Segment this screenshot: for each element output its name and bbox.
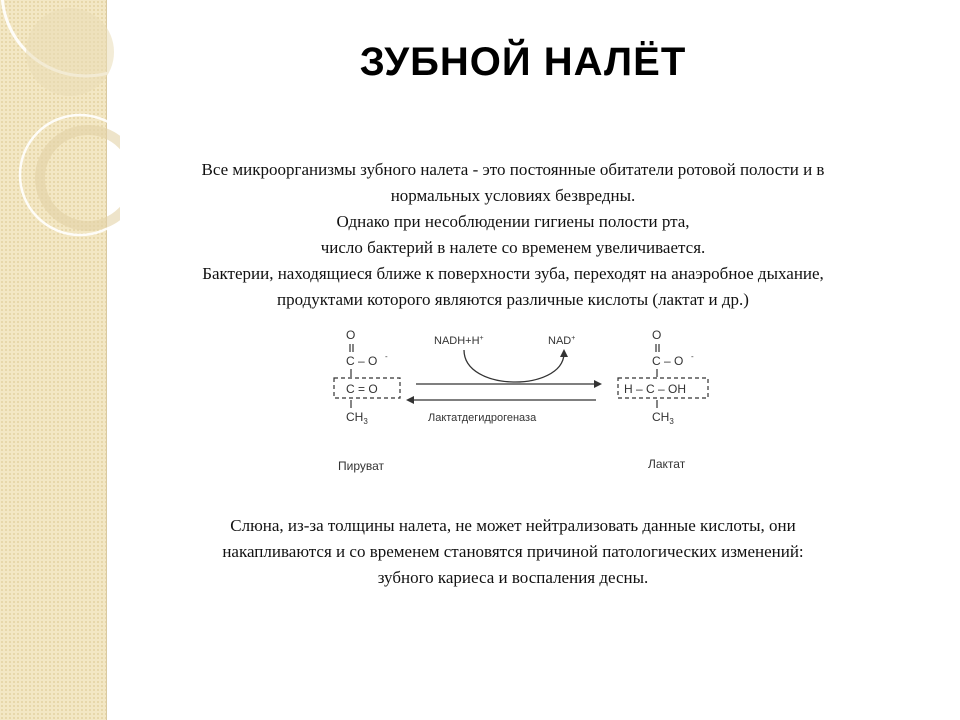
lactate-label: Лактат <box>648 457 686 471</box>
cofactor-arrow-head <box>560 349 568 357</box>
reaction-scheme: O C – O - C = O CH3 Пируват NADH+H+ NAD+… <box>333 328 709 473</box>
intro-line: нормальных условиях безвредны. <box>390 186 636 205</box>
intro-line: Однако при несоблюдении гигиены полости … <box>336 212 690 231</box>
lactate-charge: - <box>691 352 694 361</box>
lactate-top-oxygen: O <box>652 328 661 342</box>
pyruvate-keto-group: C = O <box>346 382 378 396</box>
slide-title: ЗУБНОЙ НАЛЁТ <box>359 40 687 84</box>
conclusion-line: Слюна, из-за толщины налета, не может не… <box>230 516 796 535</box>
pyruvate-highlight-box <box>333 377 401 399</box>
cofactor-curve-arrow <box>463 349 565 383</box>
lactate-structure: O C – O - H – C – OH CH3 Лактат <box>617 328 709 471</box>
reaction-arrows: NADH+H+ NAD+ Лактатдегидрогеназа <box>406 335 602 424</box>
lactate-carboxyl: C – O <box>652 354 683 368</box>
conclusion-paragraph: Слюна, из-за толщины налета, не может не… <box>106 513 920 591</box>
intro-line: Бактерии, находящиеся ближе к поверхност… <box>202 264 824 283</box>
intro-line: число бактерий в налете со временем увел… <box>320 238 706 257</box>
forward-arrow-head <box>594 380 602 388</box>
pyruvate-top-oxygen: O <box>346 328 355 342</box>
decorative-sidebar <box>0 0 106 720</box>
reverse-arrow-head <box>406 396 414 404</box>
lactate-methyl: CH3 <box>652 410 674 426</box>
decorative-circles <box>0 0 120 237</box>
conclusion-line: накапливаются и со временем становятся п… <box>222 542 804 561</box>
intro-line: продуктами которого являются различные к… <box>277 290 749 309</box>
conclusion-line: зубного кариеса и воспаления десны. <box>377 568 649 587</box>
cofactor-nadh: NADH+H+ <box>434 335 484 347</box>
enzyme-label: Лактатдегидрогеназа <box>428 412 537 424</box>
pyruvate-carboxyl: C – O <box>346 354 377 368</box>
cofactor-nad: NAD+ <box>548 335 575 347</box>
lactate-hydroxyl-group: H – C – OH <box>624 382 686 396</box>
lactate-highlight-box <box>617 377 709 399</box>
pyruvate-structure: O C – O - C = O CH3 Пируват <box>333 328 401 473</box>
intro-line: Все микроорганизмы зубного налета - это … <box>201 160 825 179</box>
pyruvate-methyl: CH3 <box>346 410 368 426</box>
pyruvate-label: Пируват <box>338 459 385 473</box>
pyruvate-charge: - <box>385 352 388 361</box>
intro-paragraph: Все микроорганизмы зубного налета - это … <box>106 157 920 313</box>
sidebar-divider <box>106 0 107 720</box>
